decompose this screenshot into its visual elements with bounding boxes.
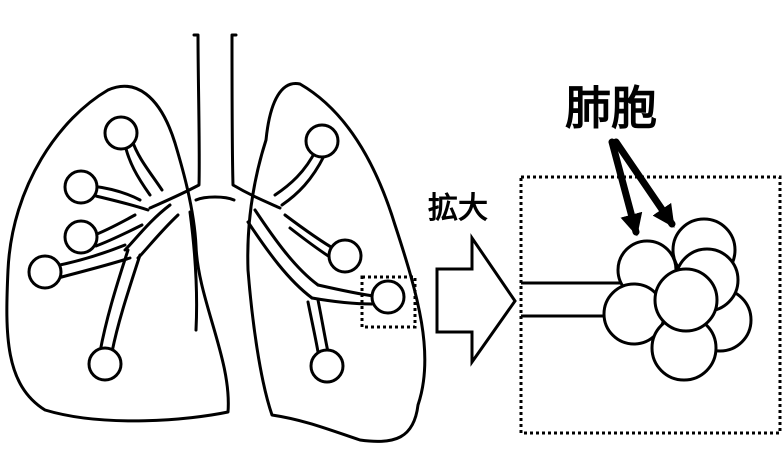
alveolus-left-lower bbox=[27, 254, 63, 290]
alveolus-left-top bbox=[103, 115, 139, 151]
highlight-box bbox=[360, 275, 417, 329]
alveolus-right-highlight bbox=[370, 279, 406, 315]
zoom-box bbox=[519, 175, 782, 435]
enlarge-arrow bbox=[435, 233, 517, 367]
arrow-left bbox=[608, 138, 643, 237]
left-bronchi bbox=[53, 138, 199, 354]
enlarge-label: 拡大 bbox=[428, 191, 488, 226]
alveoli-pointer-arrows bbox=[608, 138, 676, 237]
alveolar-cluster bbox=[602, 217, 753, 382]
left-lung-outline bbox=[5, 84, 230, 423]
alveolus-right-bottom bbox=[309, 348, 345, 384]
alveolus-left-middle bbox=[63, 219, 99, 255]
right-bronchi bbox=[246, 148, 376, 354]
lung-alveoli bbox=[27, 115, 406, 384]
alveolus-right-middle bbox=[327, 238, 363, 274]
alveolus-left-bottom bbox=[87, 346, 123, 382]
arrow-right bbox=[612, 138, 676, 228]
alveolus-left-upper bbox=[63, 169, 99, 205]
alveoli-label: 肺胞 bbox=[565, 81, 657, 135]
trachea bbox=[148, 33, 282, 210]
right-lung-outline bbox=[246, 82, 427, 443]
alveolus-right-top bbox=[304, 123, 340, 159]
